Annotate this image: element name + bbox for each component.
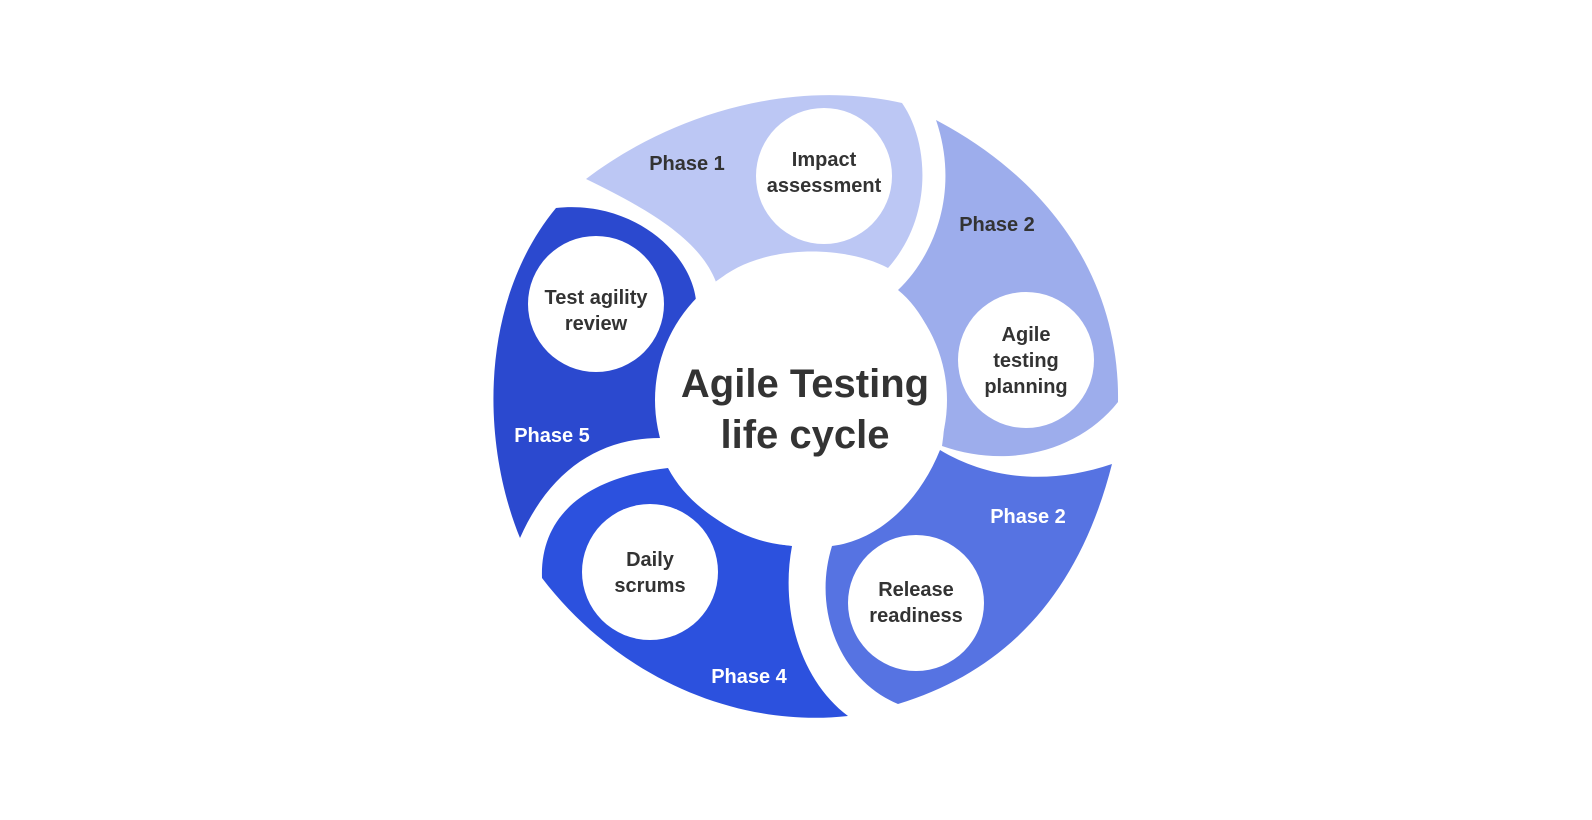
phase-4-step-circle (582, 504, 718, 640)
phase-5-step-circle (528, 236, 664, 372)
phase-1-step-line-2: assessment (767, 175, 882, 197)
phase-4-label: Phase 4 (711, 666, 787, 688)
phase-2-label: Phase 2 (959, 214, 1035, 236)
center-hub: Agile Testing life cycle (655, 254, 947, 546)
phase-4-step-line-1: Daily (626, 549, 675, 571)
phase-3-step-circle (848, 535, 984, 671)
phase-1-step-line-1: Impact (792, 149, 857, 171)
phase-4-segment: Phase 4 Daily scrums (541, 468, 848, 718)
phase-3-step-line-1: Release (878, 579, 954, 601)
phase-2-step-circle (958, 292, 1094, 428)
phase-3-step-line-2: readiness (869, 605, 962, 627)
phase-2-step-line-2: testing (993, 350, 1059, 372)
phase-5-step-line-1: Test agility (545, 287, 649, 309)
phase-2-step-line-1: Agile (1002, 324, 1051, 346)
phase-3-segment: Phase 2 Release readiness (825, 450, 1112, 704)
center-circle (655, 254, 947, 546)
phase-2-step-line-3: planning (984, 376, 1067, 398)
phase-1-step-circle (756, 108, 892, 244)
phase-5-segment: Phase 5 Test agility review (493, 207, 696, 538)
center-title-line-2: life cycle (720, 413, 889, 457)
phase-5-step-line-2: review (565, 313, 628, 335)
center-title-line-1: Agile Testing (681, 362, 929, 406)
phase-4-step-line-2: scrums (614, 575, 685, 597)
phase-5-label: Phase 5 (514, 425, 590, 447)
phase-2-segment: Phase 2 Agile testing planning (898, 120, 1119, 457)
phase-1-label: Phase 1 (649, 153, 725, 175)
phase-3-label: Phase 2 (990, 506, 1066, 528)
phase-1-segment: Phase 1 Impact assessment (586, 95, 923, 282)
